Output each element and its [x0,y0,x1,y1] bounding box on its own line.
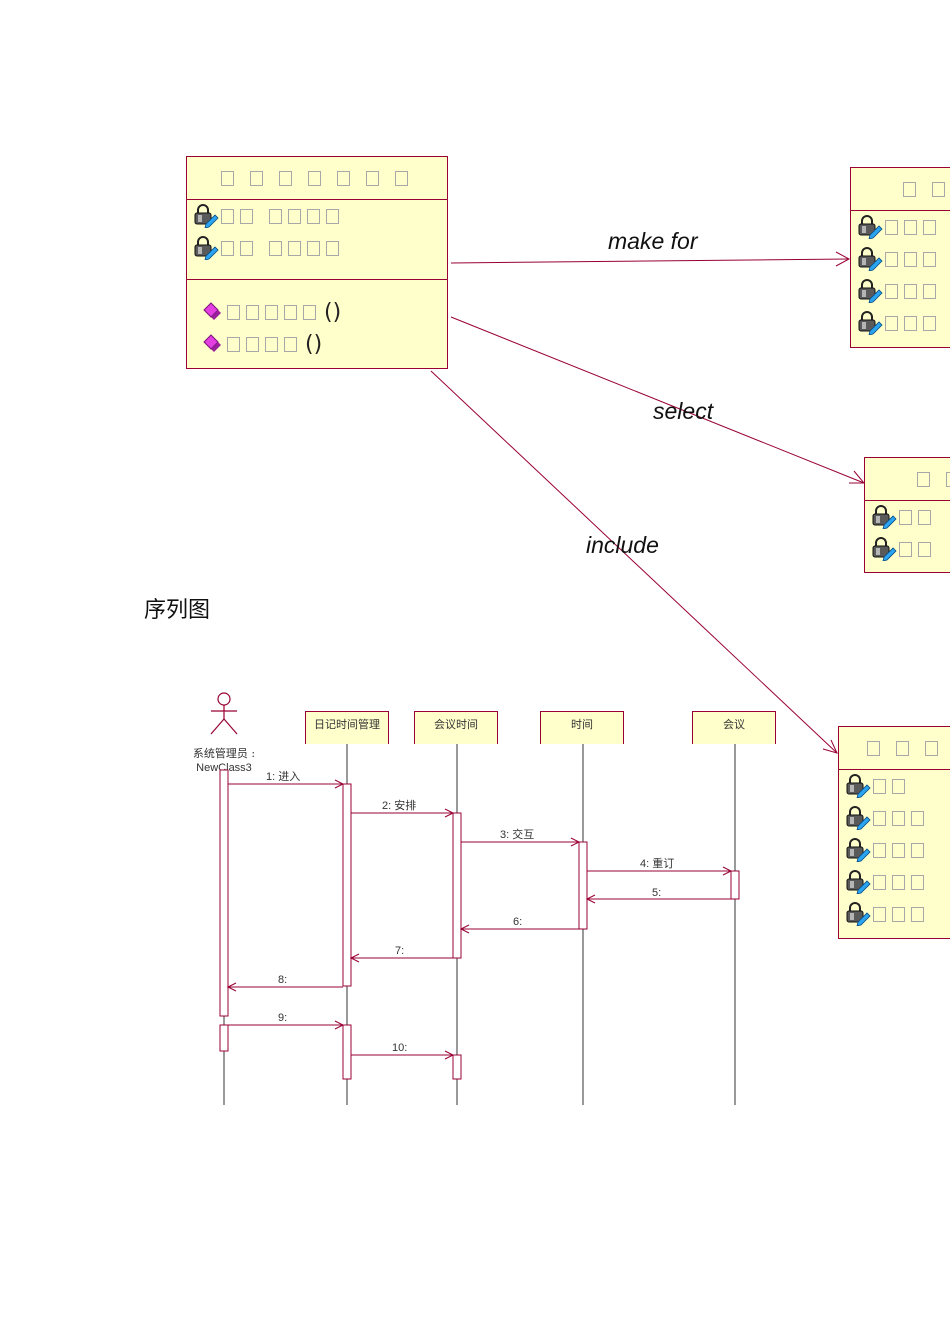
private-attribute-lock-icon [871,537,897,562]
message-9-label: 9: [278,1012,287,1024]
message-1-label: 1: 进入 [266,770,300,783]
private-attribute-lock-icon [193,204,219,229]
message-4-label: 4: 重订 [640,856,674,870]
relation-label-include: include [586,532,659,558]
relation-line-select[interactable] [450,316,865,484]
attributes-compartment [187,200,447,280]
activation-bar [219,1024,229,1052]
private-attribute-lock-icon [845,902,871,927]
message-arrows [226,779,733,1060]
activations [219,769,740,1080]
class-name-compartment [839,727,950,770]
activation-bar [452,1054,462,1080]
relation-line-include[interactable] [430,370,838,754]
message-3-label: 3: 交互 [500,827,534,841]
attribute-row[interactable] [851,243,950,275]
attribute-row[interactable] [851,211,950,243]
attribute-row[interactable] [187,200,447,232]
public-operation-diamond-icon [203,302,225,322]
relation-arrowhead-include [822,739,838,754]
attributes-compartment [851,211,950,339]
class-box-include-target[interactable] [838,726,950,939]
private-attribute-lock-icon [845,806,871,831]
activation-bar [578,841,588,930]
attribute-row[interactable] [839,866,950,898]
private-attribute-lock-icon [857,311,883,336]
private-attribute-lock-icon [193,236,219,261]
class-name-compartment [851,168,950,211]
operation-row[interactable]: () [187,296,447,328]
lifeline-head-4[interactable]: 会议 [692,711,776,744]
relation-label-make-for: make for [608,228,699,254]
relation-line-make-for[interactable] [450,258,850,264]
private-attribute-lock-icon [871,505,897,530]
message-6-label: 6: [513,916,522,928]
activation-bar [219,769,229,1017]
class-box-make-for-target[interactable] [850,167,950,348]
lifeline-head-2[interactable]: 会议时间 [414,711,498,744]
activation-bar [730,870,740,900]
message-8-label: 8: [278,974,287,986]
attribute-row[interactable] [839,770,950,802]
activation-bar [452,812,462,959]
attribute-row[interactable] [839,802,950,834]
operation-parens: () [305,331,323,357]
lifeline-head-3[interactable]: 时间 [540,711,624,744]
attribute-row[interactable] [851,275,950,307]
attribute-row[interactable] [839,898,950,930]
class-name-compartment [865,458,950,501]
class-name-compartment [187,157,447,200]
actor-icon[interactable] [210,692,238,735]
attribute-row[interactable] [851,307,950,339]
attribute-row[interactable] [839,834,950,866]
actor-role: 系统管理员 : [192,747,256,760]
message-7-label: 7: [395,945,404,957]
class-box-main[interactable]: () () [186,156,448,369]
message-5-label: 5: [652,887,661,899]
operation-row[interactable]: () [187,328,447,360]
activation-bar [342,1024,352,1080]
relation-label-select: select [653,398,715,424]
operation-parens: () [324,299,342,325]
private-attribute-lock-icon [845,774,871,799]
attribute-row[interactable] [187,232,447,264]
section-title: 序列图 [144,598,211,623]
message-10-label: 10: [392,1042,407,1054]
activation-bar [342,783,352,987]
class-box-select-target[interactable] [864,457,950,573]
lifelines [223,744,736,1105]
private-attribute-lock-icon [845,838,871,863]
attribute-row[interactable] [865,533,950,565]
private-attribute-lock-icon [857,215,883,240]
private-attribute-lock-icon [845,870,871,895]
private-attribute-lock-icon [857,247,883,272]
missing-glyph [220,170,234,186]
operations-compartment: () () [187,280,447,360]
message-2-label: 2: 安排 [382,798,416,812]
public-operation-diamond-icon [203,334,225,354]
attributes-compartment [865,501,950,565]
actor-class: NewClass3 [196,762,252,774]
actor-label: 系统管理员 : NewClass3 [172,747,276,775]
relation-arrowhead-make-for [835,251,851,267]
attribute-row[interactable] [865,501,950,533]
private-attribute-lock-icon [857,279,883,304]
attributes-compartment [839,770,950,930]
lifeline-head-1[interactable]: 日记时间管理 [305,711,389,744]
